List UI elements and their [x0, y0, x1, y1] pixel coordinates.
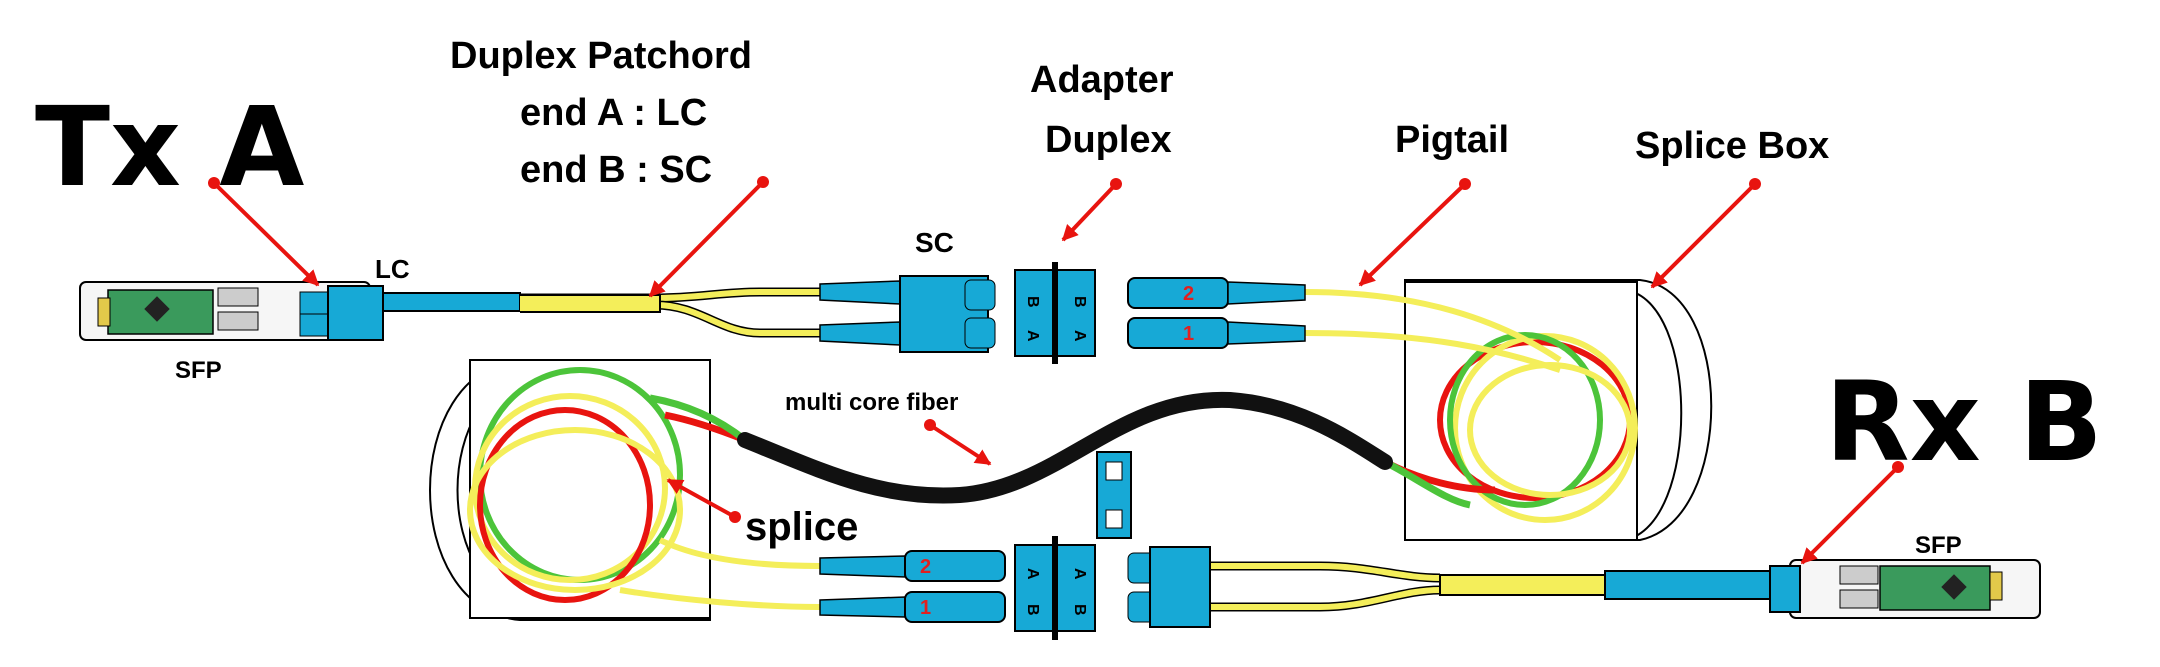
pigtail-fibers	[1304, 289, 1562, 373]
sc-label: SC	[915, 227, 954, 258]
bottom-number-2: 2	[920, 556, 931, 578]
adapter-bottom-mark-a-left: A	[1024, 568, 1041, 580]
adapter-top-mark-a-left: A	[1024, 330, 1041, 342]
left-box-fibers	[619, 537, 821, 610]
pigtail-number-2: 2	[1183, 283, 1194, 305]
pigtail-number-1: 1	[1183, 323, 1194, 345]
pigtail-label: Pigtail	[1395, 119, 1509, 161]
adapter-bottom-mark-a-right: A	[1071, 568, 1088, 580]
rx-b-title: Rx B	[1825, 358, 2103, 486]
adapter-top-mark-b-right: B	[1071, 296, 1088, 308]
spare-adapter	[1096, 451, 1132, 539]
patchcord-cables-bottom	[1210, 561, 1771, 612]
multi-core-fiber-cable	[737, 391, 1393, 504]
sc-connectors-pigtail	[1127, 277, 1306, 349]
sc-connectors-bottom-right	[1127, 546, 1211, 628]
patchcord-label-3: end B : SC	[520, 149, 712, 191]
adapter-label-1: Adapter	[1030, 59, 1174, 101]
duplex-adapter-bottom	[1014, 536, 1096, 640]
fan-out-right	[1383, 458, 1496, 509]
patchcord-label-2: end A : LC	[520, 92, 707, 134]
sc-connectors-patchcord-top	[819, 275, 996, 353]
patchcord-label-1: Duplex Patchord	[450, 35, 752, 77]
duplex-adapter-top	[1014, 262, 1096, 364]
splice-label: splice	[745, 505, 858, 549]
sfp-right-label: SFP	[1915, 532, 1962, 559]
adapter-bottom-mark-b-left: B	[1024, 604, 1041, 616]
multi-core-label: multi core fiber	[785, 389, 958, 416]
sfp-left-label: SFP	[175, 357, 222, 384]
adapter-top-mark-a-right: A	[1071, 330, 1088, 342]
adapter-label-2: Duplex	[1045, 119, 1172, 161]
fiber-loops-left	[467, 367, 683, 603]
pointer-arrows	[208, 176, 1904, 565]
splice-box-label: Splice Box	[1635, 125, 1829, 167]
adapter-top-mark-b-left: B	[1024, 296, 1041, 308]
bottom-number-1: 1	[920, 597, 931, 619]
sfp-module-right	[1769, 559, 2041, 619]
patchcord-cables-top	[379, 287, 820, 338]
sfp-module-left	[79, 281, 384, 341]
sc-connectors-bottom-left	[819, 550, 1006, 623]
fan-out-left	[649, 394, 748, 444]
adapter-bottom-mark-b-right: B	[1071, 604, 1088, 616]
lc-label: LC	[375, 254, 410, 284]
tx-a-title: Tx A	[35, 83, 304, 211]
